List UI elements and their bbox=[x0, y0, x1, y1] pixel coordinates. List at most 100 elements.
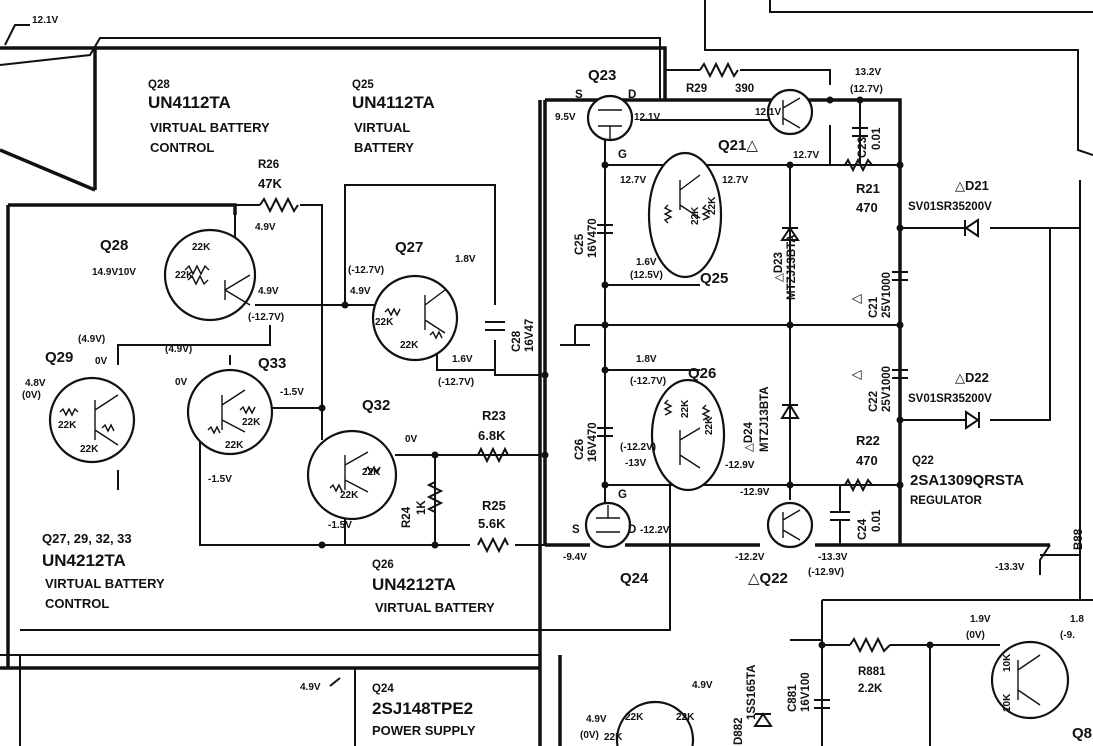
transistor-q24-bottom-icon bbox=[615, 700, 695, 746]
voltage-label: 4.9V bbox=[350, 286, 371, 297]
c22-ref: C22 bbox=[868, 391, 880, 412]
q27-label: Q27 bbox=[395, 239, 423, 256]
d22-value: SV01SR35200V bbox=[908, 393, 992, 405]
fet-pin-label: D bbox=[628, 524, 636, 536]
block-q27-line1: VIRTUAL BATTERY bbox=[45, 576, 165, 591]
internal-resistor-label: 10K bbox=[1002, 653, 1013, 672]
r25-value: 5.6K bbox=[478, 516, 506, 531]
r26-ref: R26 bbox=[258, 159, 279, 171]
c23-value: 0.01 bbox=[871, 127, 883, 150]
voltage-label: 0V bbox=[95, 356, 108, 367]
capacitor-c23-icon bbox=[852, 127, 868, 137]
internal-resistor-label: 10K bbox=[1002, 693, 1013, 712]
transistor-q21-icon bbox=[766, 88, 814, 136]
d882-value: 1SS165TA bbox=[746, 665, 758, 720]
resistor-r21-icon bbox=[844, 157, 873, 173]
voltage-label: -13.3V bbox=[818, 552, 848, 563]
internal-resistor-label: 22K bbox=[690, 206, 701, 225]
block-q24-ref: Q24 bbox=[372, 683, 394, 695]
q32-label: Q32 bbox=[362, 397, 390, 414]
c21-value: 25V1000 bbox=[881, 272, 893, 318]
c22-warn-icon: △ bbox=[848, 370, 863, 380]
q33-label: Q33 bbox=[258, 355, 286, 372]
c25-value: 16V470 bbox=[587, 218, 599, 258]
block-q26-part: UN4212TA bbox=[372, 575, 456, 594]
junction-dots bbox=[318, 96, 934, 649]
transistor-q25-icon bbox=[647, 151, 723, 279]
junction-dot bbox=[541, 371, 549, 379]
voltage-label: (-12.9V) bbox=[808, 567, 844, 578]
r21-ref: R21 bbox=[856, 181, 880, 196]
d24-ref: △D24 bbox=[743, 421, 755, 452]
d24-value: MTZJ13BTA bbox=[759, 386, 771, 452]
junction-dot bbox=[786, 161, 794, 169]
voltage-label: 12.1V bbox=[755, 107, 781, 118]
voltage-label: (4.9V) bbox=[165, 344, 192, 355]
voltage-label: 1.8 bbox=[1070, 614, 1084, 625]
voltage-label: -12.2V bbox=[640, 525, 670, 536]
voltage-label: 4.9V bbox=[692, 680, 713, 691]
fet-pin-label: G bbox=[618, 149, 627, 161]
d882-ref: D882 bbox=[733, 718, 745, 746]
r23-value: 6.8K bbox=[478, 428, 506, 443]
r29-value: 390 bbox=[735, 83, 754, 95]
fet-pin-label: G bbox=[618, 489, 627, 501]
voltage-label: 12.7V bbox=[722, 175, 748, 186]
transistor-q33-icon bbox=[186, 368, 274, 456]
junction-dot bbox=[818, 641, 826, 649]
capacitor-c26-icon bbox=[597, 427, 613, 437]
resistor-r29-icon bbox=[699, 61, 739, 79]
voltage-label: 1.9V bbox=[970, 614, 991, 625]
voltage-label: -12.2V bbox=[735, 552, 765, 563]
internal-resistor-label: 22K bbox=[340, 490, 359, 501]
voltage-label: 12.7V bbox=[793, 150, 819, 161]
c24-value: 0.01 bbox=[871, 509, 883, 532]
transistor-q29-icon bbox=[48, 376, 136, 464]
voltage-label: (0V) bbox=[966, 630, 985, 641]
c21-ref: C21 bbox=[868, 296, 880, 318]
voltage-label: -12.9V bbox=[725, 460, 755, 471]
voltage-label: -13.3V bbox=[995, 562, 1025, 573]
internal-resistor-label: 22K bbox=[375, 317, 394, 328]
voltage-label: (-12.7V) bbox=[248, 312, 284, 323]
block-q28-part: UN4112TA bbox=[148, 93, 231, 112]
voltage-label: 4.9V bbox=[258, 286, 279, 297]
internal-resistor-label: 22K bbox=[58, 420, 77, 431]
fet-pin-label: S bbox=[572, 524, 580, 536]
diode-d24-icon bbox=[780, 403, 800, 419]
voltage-label: 1.6V bbox=[452, 354, 473, 365]
voltage-label: 0V bbox=[405, 434, 418, 445]
junction-dot bbox=[431, 451, 439, 459]
junction-dot bbox=[318, 541, 326, 549]
r24-value: 1K bbox=[416, 500, 428, 515]
resistor-r881-icon bbox=[849, 636, 891, 654]
transistor-q28-icon bbox=[163, 228, 257, 322]
c26-value: 16V470 bbox=[587, 422, 599, 462]
block-q22-line1: REGULATOR bbox=[910, 495, 982, 507]
voltage-label: (12.5V) bbox=[630, 270, 663, 281]
transistor-symbols bbox=[48, 88, 1070, 746]
junction-dot bbox=[786, 481, 794, 489]
junction-dot bbox=[318, 404, 326, 412]
q29-label: Q29 bbox=[45, 349, 73, 366]
junction-dot bbox=[601, 321, 609, 329]
block-q22-part: 2SA1309QRSTA bbox=[910, 472, 1024, 489]
voltage-label: 12.1V bbox=[634, 112, 660, 123]
junction-dot bbox=[601, 281, 609, 289]
junction-dot bbox=[826, 96, 834, 104]
d21-value: SV01SR35200V bbox=[908, 201, 992, 213]
internal-resistor-label: 22K bbox=[704, 416, 715, 435]
junction-dot bbox=[856, 96, 864, 104]
labels: Q28 UN4112TA VIRTUAL BATTERY CONTROL Q25… bbox=[22, 15, 1092, 745]
voltage-label: 4.9V bbox=[586, 714, 607, 725]
resistor-r24-icon bbox=[426, 481, 444, 513]
r24-ref: R24 bbox=[401, 506, 413, 528]
block-q27-part: UN4212TA bbox=[42, 551, 126, 570]
q25-label: Q25 bbox=[700, 270, 728, 287]
transistor-q8-icon bbox=[990, 640, 1070, 720]
fet-pin-label: S bbox=[575, 89, 583, 101]
block-q22-ref: Q22 bbox=[912, 455, 934, 467]
diodes bbox=[753, 218, 980, 727]
junction-dot bbox=[341, 301, 349, 309]
voltage-label: (0V) bbox=[22, 390, 41, 401]
